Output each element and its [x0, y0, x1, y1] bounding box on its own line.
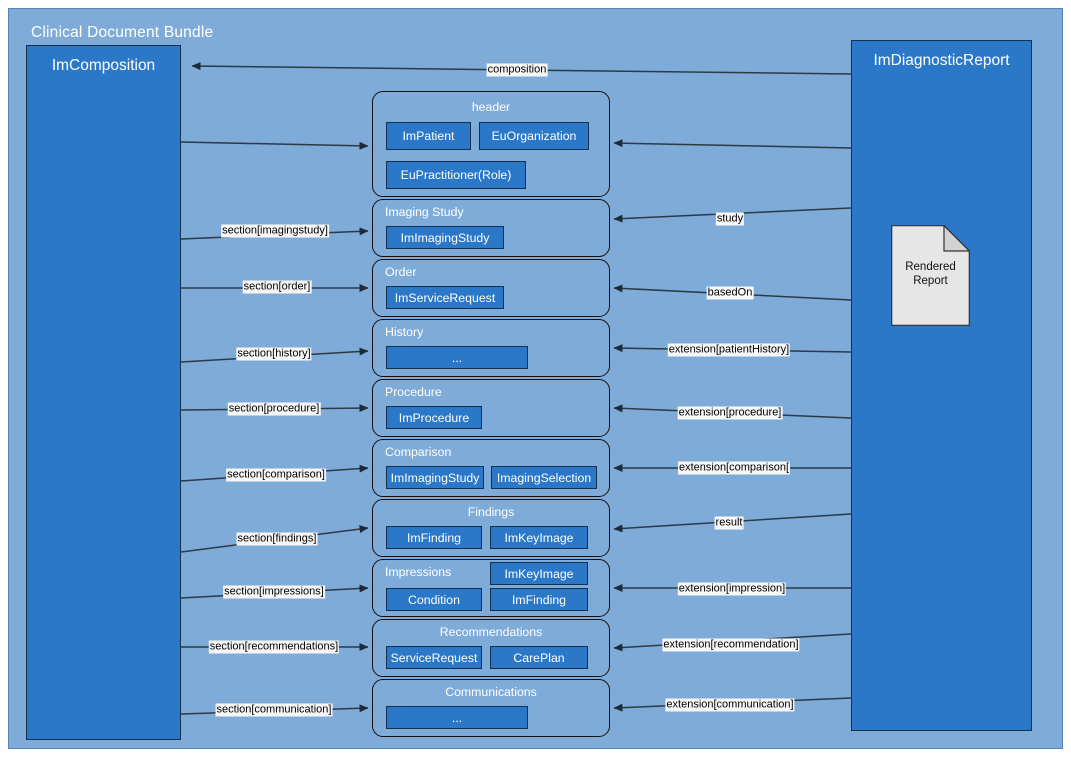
rendered-report-document-icon	[891, 225, 970, 326]
section-communications-title: Communications	[445, 685, 537, 699]
imdiagnosticreport-title: ImDiagnosticReport	[873, 52, 1010, 69]
rendered-report-label-line2: Report	[913, 275, 948, 287]
edge-label-section-communication: section[communication]	[215, 703, 333, 717]
section-header-title: header	[471, 100, 511, 114]
section-comparison[interactable]: Comparison ImImagingStudy ImagingSelecti…	[372, 439, 610, 497]
edge-label-basedon: basedOn	[706, 286, 754, 300]
edge-label-extension-communication: extension[communication]	[665, 698, 795, 712]
chip-servicerequest[interactable]: ServiceRequest	[386, 646, 482, 669]
section-communications[interactable]: Communications ...	[372, 679, 610, 737]
edge-label-section-procedure: section[procedure]	[227, 402, 321, 416]
edge-label-extension-patienthistory: extension[patientHistory]	[667, 343, 791, 357]
section-findings[interactable]: Findings ImFinding ImKeyImage	[372, 499, 610, 557]
imcomposition-entity[interactable]: ImComposition	[26, 45, 181, 740]
edge-label-section-impressions: section[impressions]	[223, 585, 325, 599]
chip-condition[interactable]: Condition	[386, 588, 482, 611]
rendered-report-label-line1: Rendered	[905, 261, 956, 273]
section-findings-title: Findings	[467, 505, 515, 519]
section-recommendations[interactable]: Recommendations ServiceRequest CarePlan	[372, 619, 610, 677]
chip-impatient[interactable]: ImPatient	[386, 122, 471, 150]
section-impressions-title: Impressions	[385, 565, 452, 579]
edge-label-section-comparison: section[comparison]	[226, 468, 326, 482]
chip-imservicerequest[interactable]: ImServiceRequest	[386, 286, 504, 309]
section-comparison-title: Comparison	[385, 445, 452, 459]
bundle-title: Clinical Document Bundle	[31, 24, 214, 41]
section-header[interactable]: header ImPatient EuOrganization EuPracti…	[372, 91, 610, 197]
edge-label-section-order: section[order]	[242, 280, 312, 294]
section-order[interactable]: Order ImServiceRequest	[372, 259, 610, 317]
chip-imagingselection[interactable]: ImagingSelection	[491, 466, 597, 489]
edge-label-section-findings: section[findings]	[236, 532, 318, 546]
edge-label-result: result	[714, 516, 744, 530]
chip-euorganization[interactable]: EuOrganization	[479, 122, 589, 150]
section-imaging-study-title: Imaging Study	[385, 205, 464, 219]
edge-label-section-recommendations: section[recommendations]	[208, 640, 340, 654]
chip-careplan[interactable]: CarePlan	[490, 646, 588, 669]
section-imaging-study[interactable]: Imaging Study ImImagingStudy	[372, 199, 610, 257]
section-recommendations-title: Recommendations	[439, 625, 543, 639]
imcomposition-title: ImComposition	[51, 57, 156, 74]
chip-imkeyimage[interactable]: ImKeyImage	[490, 526, 588, 549]
chip-history-placeholder[interactable]: ...	[386, 346, 528, 369]
section-history-title: History	[385, 325, 424, 339]
chip-improcedure[interactable]: ImProcedure	[386, 406, 482, 429]
chip-eupractitionerrole[interactable]: EuPractitioner(Role)	[386, 161, 526, 189]
chip-imfinding[interactable]: ImFinding	[386, 526, 482, 549]
edge-label-study: study	[715, 212, 745, 226]
edge-label-extension-comparison: extension[comparison[	[677, 461, 791, 475]
imdiagnosticreport-entity[interactable]: ImDiagnosticReport	[851, 40, 1032, 731]
chip-impressions-imkeyimage[interactable]: ImKeyImage	[490, 562, 588, 585]
edge-label-extension-recommendation: extension[recommendation]	[662, 638, 800, 652]
section-order-title: Order	[385, 265, 417, 279]
edge-label-composition: composition	[486, 63, 548, 77]
edge-label-extension-impression: extension[impression]	[677, 582, 787, 596]
chip-imimagingstudy[interactable]: ImImagingStudy	[386, 226, 504, 249]
edge-label-section-imagingstudy: section[imagingstudy]	[221, 224, 329, 238]
chip-communications-placeholder[interactable]: ...	[386, 706, 528, 729]
section-procedure[interactable]: Procedure ImProcedure	[372, 379, 610, 437]
edge-label-section-history: section[history]	[236, 347, 312, 361]
section-impressions[interactable]: Impressions ImKeyImage Condition ImFindi…	[372, 559, 610, 617]
chip-comparison-imimagingstudy[interactable]: ImImagingStudy	[386, 466, 484, 489]
edge-label-extension-procedure: extension[procedure]	[677, 406, 783, 420]
rendered-report-label: Rendered Report	[891, 260, 970, 288]
section-history[interactable]: History ...	[372, 319, 610, 377]
chip-impressions-imfinding[interactable]: ImFinding	[490, 588, 588, 611]
section-procedure-title: Procedure	[385, 385, 442, 399]
